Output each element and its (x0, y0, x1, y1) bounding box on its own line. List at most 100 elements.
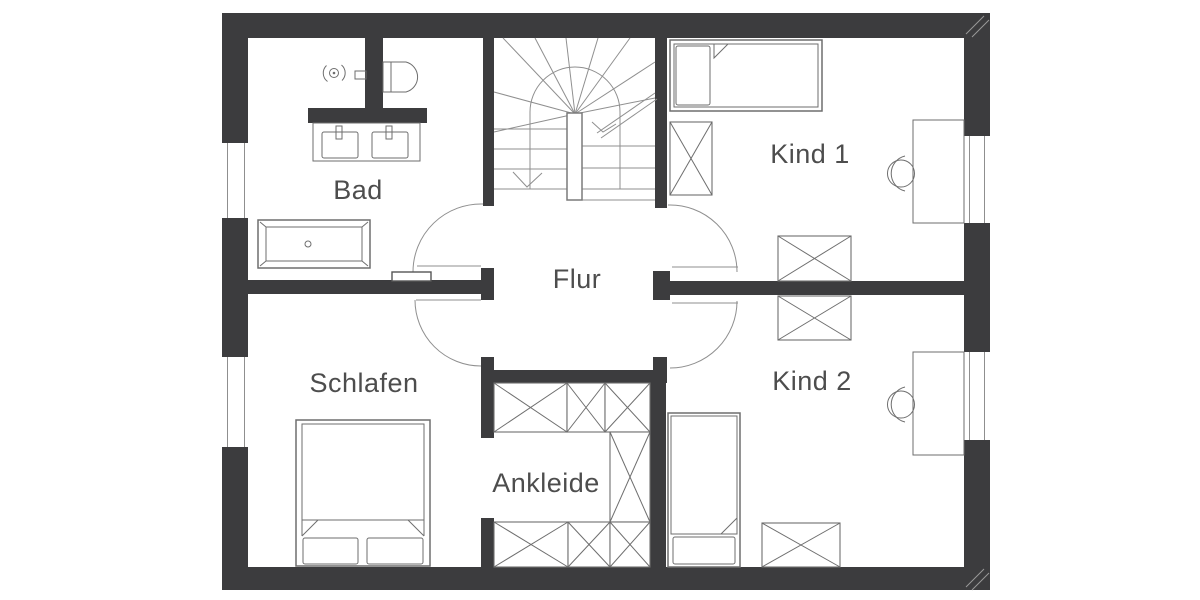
room-kind2: Kind 2 (667, 295, 965, 568)
bathtub-inner (265, 226, 363, 262)
stair-diagonal-arrowhead (591, 121, 617, 133)
sink-basin-left (321, 131, 359, 159)
outer-wall-left (222, 13, 248, 590)
mattress (670, 415, 738, 535)
ankleide-wall-left-lower (481, 518, 494, 567)
stairwell-wall-right (655, 38, 667, 208)
outer-walls (222, 13, 990, 591)
double-bed (295, 419, 431, 567)
ankleide-wall-right (650, 383, 666, 567)
wardrobe-ankleide-bottom-2 (567, 521, 611, 568)
desk (912, 119, 965, 224)
room-label-bad: Bad (333, 175, 383, 205)
door-schlafen-swing-arc (414, 299, 482, 367)
wardrobe-kind1 (669, 121, 713, 196)
windows (221, 136, 991, 447)
bath-vanity-wall (308, 108, 427, 123)
room-kind1: Kind 1 (669, 39, 965, 282)
window-right-bottom (963, 352, 991, 440)
staircase (493, 37, 658, 201)
duvet-fold (713, 43, 729, 60)
window-left-bottom (221, 357, 249, 447)
wardrobe-kind2-bottom (761, 522, 841, 568)
chair-seat (887, 159, 915, 188)
shower-valve (354, 70, 367, 80)
pillow (672, 536, 736, 565)
bed-outline (295, 419, 431, 567)
door-kind1-swing-arc (667, 204, 738, 273)
duvet-fold-left (301, 519, 319, 537)
desk-chair-kind1 (887, 119, 965, 224)
bathtub (257, 219, 371, 269)
faucet-right (385, 125, 393, 140)
room-label-schlafen: Schlafen (309, 368, 418, 398)
outer-wall-bottom (222, 567, 990, 590)
wardrobe-ankleide-right (609, 431, 651, 523)
window-left-top (221, 143, 249, 218)
stair-direction-diagonal (591, 92, 658, 139)
door-kind1 (667, 204, 738, 273)
room-schlafen: Schlafen (295, 368, 431, 567)
ankleide-wall-top-cap (653, 357, 667, 383)
bathtub-drain (304, 240, 312, 248)
stair-direction-arrow-down (512, 171, 543, 188)
room-label-kind1: Kind 1 (770, 139, 850, 169)
hall-wall-left-cap (481, 268, 494, 300)
wardrobe-ankleide-bottom-3 (609, 521, 651, 568)
hallway-doors (391, 203, 738, 369)
sink-basin-right (371, 131, 409, 159)
toilet (382, 61, 419, 93)
door-kind2-swing-arc (669, 300, 738, 369)
wardrobe-kind2-hall (777, 295, 852, 341)
stairwell-wall-left (483, 38, 494, 206)
door-bad (412, 203, 484, 273)
ankleide-wall-left-upper (481, 357, 494, 438)
mattress (673, 43, 819, 108)
pillow-right (366, 537, 424, 565)
wardrobe-ankleide-top-3 (604, 382, 651, 433)
chair-seat (887, 390, 915, 419)
desk-chair-kind2 (887, 351, 965, 456)
hall-wall-right-cap (653, 271, 670, 300)
interior-walls (248, 38, 964, 567)
outer-wall-right (964, 13, 990, 590)
chair-backrest (890, 155, 906, 192)
bathtub-outline (257, 219, 371, 269)
ankleide-wall-top (494, 370, 653, 383)
bed-outline (669, 39, 823, 112)
bed-outline (667, 412, 741, 568)
shower-drain-icon (322, 64, 346, 82)
room-label-flur: Flur (553, 264, 602, 294)
room-bad: Bad (257, 61, 421, 269)
pillow (675, 45, 711, 106)
corner-hatch-top-right (965, 15, 990, 38)
room-label-ankleide: Ankleide (492, 468, 600, 498)
mattress (301, 423, 425, 521)
chair-backrest (890, 386, 906, 423)
bath-toilet-divider-wall (365, 38, 383, 108)
window-right-top (963, 136, 991, 223)
bed-kind1 (669, 39, 823, 112)
door-bad-swing-arc (412, 203, 484, 273)
vanity-double-sink (312, 122, 421, 162)
vanity-counter (312, 122, 421, 162)
wardrobe-ankleide-top-2 (566, 382, 606, 433)
hall-wall-left (248, 280, 481, 294)
stair-winder-fan (493, 37, 656, 133)
corner-hatch-bottom-right (965, 568, 990, 591)
bath-radiator (391, 271, 432, 282)
room-label-kind2: Kind 2 (772, 366, 852, 396)
room-ankleide: Ankleide (492, 382, 651, 568)
duvet-fold-right (407, 519, 425, 537)
hall-wall-right (670, 281, 964, 295)
wardrobe-ankleide-top-1 (493, 382, 568, 433)
duvet-fold (720, 517, 738, 535)
faucet-left (335, 125, 343, 140)
door-schlafen (414, 299, 482, 367)
door-kind2 (669, 300, 738, 369)
bed-kind2 (667, 412, 741, 568)
wardrobe-ankleide-bottom-1 (493, 521, 569, 568)
wardrobe-kind1-hall (777, 235, 852, 282)
stair-spine-wall (566, 112, 583, 201)
